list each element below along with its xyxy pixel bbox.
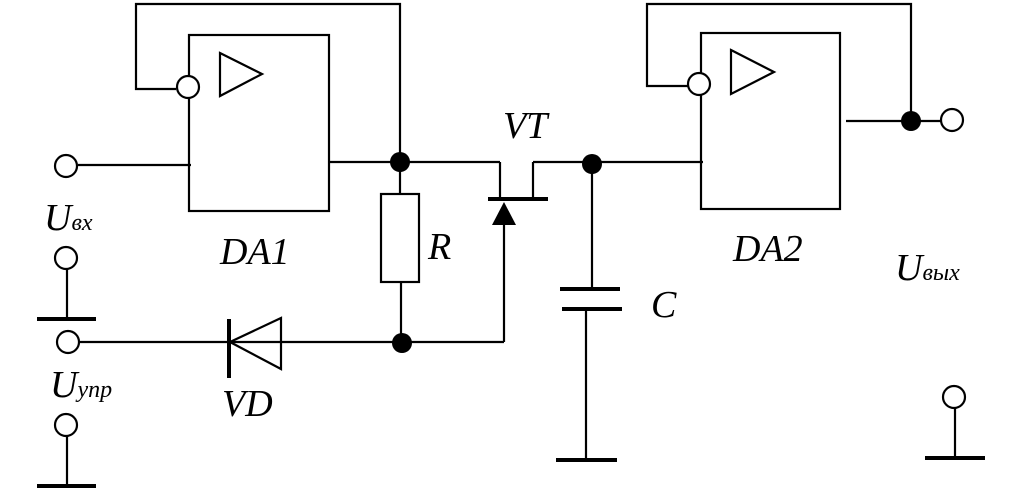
- control-voltage-subscript: упр: [75, 377, 112, 403]
- junction-node-output: [901, 111, 921, 131]
- da2-inverting-input: [686, 71, 712, 97]
- da1-opamp: [187, 33, 331, 213]
- control-voltage-label: Uупр: [50, 364, 112, 406]
- output-voltage-subscript: вых: [922, 260, 960, 286]
- input-voltage-label: Uвх: [44, 197, 93, 239]
- capacitor-label: C: [651, 284, 677, 326]
- diode-label: VD: [222, 383, 273, 425]
- input-voltage-subscript: вх: [71, 210, 92, 236]
- transistor-label: VT: [503, 105, 550, 147]
- da1-inverting-input: [175, 74, 201, 100]
- da2-feedback-wire: [645, 2, 913, 121]
- da2-opamp: [699, 31, 842, 211]
- transistor-vt: [488, 162, 548, 342]
- da1-feedback-wire: [134, 2, 402, 162]
- input-voltage-symbol: U: [44, 197, 74, 239]
- resistor-r: [379, 192, 421, 284]
- da2-label: DA2: [732, 228, 803, 270]
- control-ground-terminal: [53, 412, 79, 438]
- input-ground-terminal: [53, 245, 79, 271]
- control-voltage-symbol: U: [50, 364, 80, 406]
- output-voltage-symbol: U: [895, 247, 925, 289]
- vd-triangle-icon: [227, 316, 283, 371]
- diode-vd: [227, 316, 283, 378]
- input-terminal: [53, 153, 79, 179]
- resistor-label: R: [427, 226, 451, 268]
- control-terminal: [55, 329, 81, 355]
- vt-gate-arrow-icon: [492, 202, 516, 225]
- output-ground-terminal: [941, 384, 967, 410]
- output-voltage-label: Uвых: [895, 247, 960, 289]
- da2-body: [699, 31, 842, 211]
- da1-label: DA1: [219, 231, 290, 273]
- da1-body: [187, 33, 331, 213]
- da2-amplifier-symbol-icon: [729, 48, 777, 96]
- output-terminal: [939, 107, 965, 133]
- da1-amplifier-symbol-icon: [218, 51, 265, 98]
